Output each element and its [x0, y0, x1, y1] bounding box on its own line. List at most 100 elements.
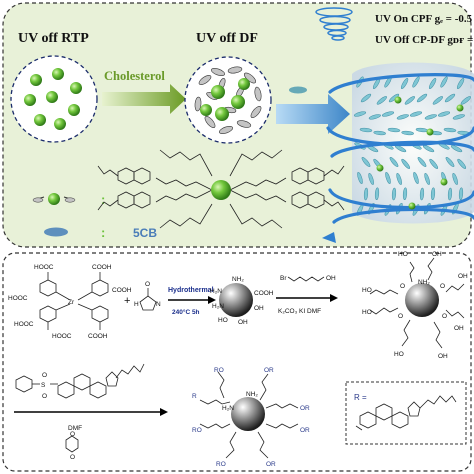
np2-o-1: O: [400, 283, 405, 290]
synthesis-panel: HOOC COOH HOOC COOH HOOC COOH Zr HOOC + …: [2, 251, 472, 472]
cholesteryl-structure: [355, 395, 457, 431]
arrow-label: Cholesterol: [104, 69, 165, 83]
lc-mesogen: [452, 172, 458, 185]
np3-ro-1: RO: [214, 367, 224, 374]
lc-mesogen: [452, 114, 465, 120]
ligand-group-1: HOOC: [34, 264, 54, 271]
lc-mesogen: [413, 172, 419, 184]
condition-2-bottom: K₂CO₃ KI DMF: [278, 308, 321, 315]
np2-oh-4: OH: [438, 353, 448, 360]
lc-mesogen: [424, 114, 437, 120]
np1-ho: HO: [218, 317, 228, 324]
lc-mesogen: [400, 77, 409, 90]
condition-1-top: Hydrothermal: [168, 287, 214, 294]
ligand-group-6: COOH: [88, 333, 108, 340]
np1-h2n: H₂N: [210, 288, 222, 295]
lc-mesogen: [443, 127, 457, 133]
np2-o-3: O: [398, 313, 403, 320]
lc-mesogen: [359, 127, 373, 133]
lc-mesogen: [419, 187, 425, 201]
lc-mesogen: [437, 111, 451, 117]
lc-mesogen: [456, 77, 465, 90]
ligand-group-2: COOH: [92, 264, 112, 271]
nanoparticle-1: [219, 283, 253, 317]
top-panel: UV off RTP Cholesterol UV off DF: [2, 2, 474, 248]
lc-mesogen: [416, 93, 428, 103]
ligand-center-atom: Zr: [68, 299, 75, 306]
lc-mesogen: [417, 157, 427, 167]
np3-h2n: H₂N: [222, 405, 234, 412]
legend-sep-2: :: [101, 225, 105, 240]
lc-mesogen: [391, 187, 397, 201]
tosyl-o-1: O: [42, 372, 47, 379]
legend-sep-1: :: [101, 192, 105, 207]
lc-mesogen: [409, 111, 423, 117]
lc-mesogen: [445, 157, 455, 167]
lc-mesogen: [385, 172, 391, 184]
np2-oh-2: OH: [458, 273, 468, 280]
ligand-group-3: HOOC: [8, 295, 28, 302]
nanoparticle-3: [231, 397, 265, 431]
np1-h2n-2: H₂N: [212, 303, 224, 310]
np3-ro-3: RO: [216, 461, 226, 468]
r-definition-box: [345, 381, 467, 445]
reaction-arrow-1-head: [208, 296, 216, 304]
lc-mesogen: [404, 96, 415, 105]
tcpp-ligand: [39, 272, 109, 330]
lc-mesogen: [422, 145, 435, 153]
lc-mesogen: [374, 187, 380, 201]
np2-o-2: O: [440, 283, 445, 290]
lc-mesogen: [401, 130, 414, 136]
tosyl-s: S: [41, 382, 46, 389]
lc-mesogen: [396, 172, 402, 185]
np2-ho-1: HO: [362, 287, 372, 294]
bromohexanol-chain: [287, 276, 325, 282]
br-label: Br: [280, 275, 287, 282]
np2-ho-3: HO: [398, 251, 408, 258]
ligand-group-7: HOOC: [52, 333, 72, 340]
lc-mesogen: [373, 130, 386, 136]
lc-mesogen: [450, 145, 463, 153]
tosyl-cholesterol: [15, 363, 145, 399]
uv-off-label: UV Off CP-DF gᴅғ = -: [375, 34, 474, 46]
stage1-label: UV off RTP: [18, 31, 89, 46]
lc-mesogen: [361, 157, 371, 167]
lc-mesogen: [396, 114, 409, 120]
ligand-group-4: COOH: [112, 287, 132, 294]
urea-h: H: [134, 301, 139, 308]
lc-mesogen: [444, 93, 456, 103]
np2-ho-2: HO: [362, 309, 372, 316]
dioxane-o-2: O: [70, 454, 75, 461]
condition-1-bottom: 240°C 5h: [172, 308, 200, 316]
condition-3: DMF: [68, 425, 82, 432]
reaction-arrow-3-head: [160, 408, 168, 416]
lc-mesogen: [402, 187, 408, 201]
np2-ho-4: HO: [394, 351, 404, 358]
lc-molecule-icon: [289, 86, 307, 94]
lc-mesogen: [353, 111, 367, 117]
np3-or-1: OR: [264, 367, 274, 374]
lc-mesogen: [401, 158, 411, 169]
plus-sign: +: [124, 295, 130, 307]
lc-mesogen: [460, 96, 471, 105]
np3-nh2: NH₂: [246, 391, 258, 398]
reagent-oh: OH: [326, 275, 336, 282]
lc-mesogen: [363, 187, 369, 201]
lc-mesogen: [430, 187, 436, 201]
center-sphere: [211, 180, 231, 200]
urea-molecule: [139, 288, 157, 311]
urea-n: N: [156, 301, 161, 308]
np3-r-1: R: [192, 393, 197, 400]
lc-mesogen: [429, 158, 439, 169]
lc-mesogen: [428, 77, 437, 90]
circularly-polarized-light-icon: [315, 7, 353, 41]
np1-cooh: COOH: [254, 290, 274, 297]
np3-ro-2: RO: [192, 427, 202, 434]
uv-on-label: UV On CPF gₑ = -0.5: [375, 13, 473, 25]
urea-o: O: [145, 281, 150, 288]
r-definition-label: R =: [354, 393, 367, 402]
np2-oh-3: OH: [454, 325, 464, 332]
legend-5cb-icon: [44, 227, 68, 237]
lc-mesogen: [432, 96, 443, 105]
